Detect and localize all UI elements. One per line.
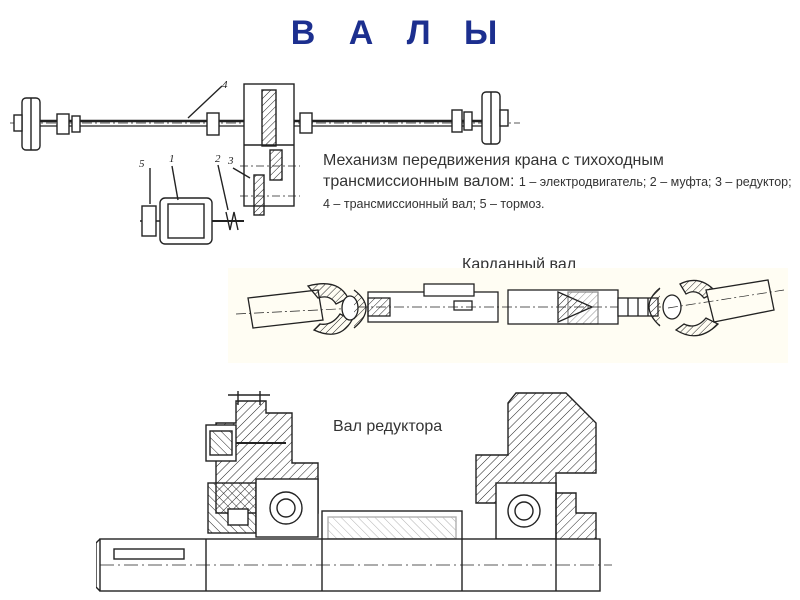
callout-4: 4: [222, 79, 228, 91]
cardan-shaft-drawing: [228, 268, 788, 363]
crane-mechanism-diagram: [10, 83, 520, 245]
page-title: В А Л Ы: [290, 14, 510, 52]
crane-caption: Механизм передвижения крана с тихоходным…: [323, 150, 793, 215]
callout-1: 1: [169, 153, 175, 165]
crane-caption-main: Механизм передвижения крана с тихоходным…: [323, 152, 664, 190]
gearbox-shaft-drawing: [96, 391, 612, 592]
callout-2: 2: [215, 153, 221, 165]
gearbox-label: Вал редуктора: [333, 418, 443, 435]
callout-5: 5: [139, 158, 145, 170]
crane-caption-legend: 1 – электродвигатель; 2 – муфта; 3 – ред…: [323, 175, 792, 211]
callout-3: 3: [228, 155, 234, 167]
